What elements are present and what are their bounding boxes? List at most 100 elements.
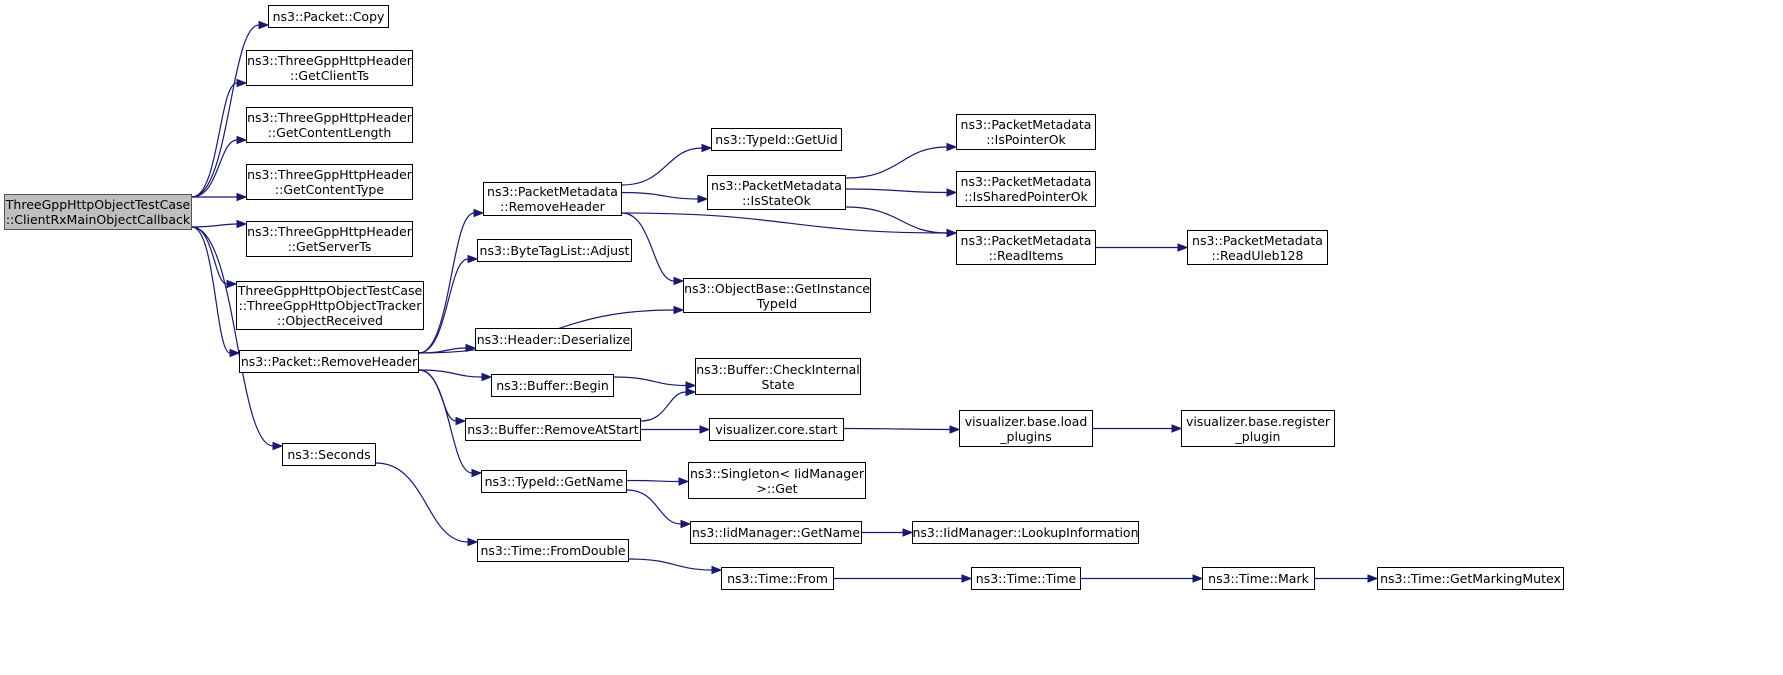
arrowhead [471,468,483,478]
edge-pm_removeheader-to-getuid [621,147,703,186]
arrowhead [711,565,723,575]
node-label-line: ::GetServerTs [287,239,372,254]
edge-typeid_getname-to-singleton_get [626,479,680,483]
node-label-line: visualizer.base.load [964,413,1088,429]
node-objectreceived[interactable]: ThreeGppHttpObjectTestCase::ThreeGppHttp… [236,281,424,330]
node-label: ns3::Time::GetMarkingMutex [1380,571,1561,586]
node-removeheader[interactable]: ns3::Packet::RemoveHeader [239,350,419,373]
node-time-time[interactable]: ns3::Time::Time [971,567,1081,590]
node-typeid-getname[interactable]: ns3::TypeId::GetName [481,470,627,493]
edge-vis_core_start-to-load_plugins [843,427,951,431]
edge-removeheader-to-adjust [418,258,469,354]
arrowhead [902,528,914,537]
node-label: ns3::ThreeGppHttpHeader::GetServerTs [247,224,412,254]
node-vis-core-start[interactable]: visualizer.core.start [709,418,844,441]
node-label-line: ns3::TypeId::GetName [484,474,624,489]
arrowhead [946,188,958,197]
node-issharedpointerok[interactable]: ns3::PacketMetadata::IsSharedPointerOk [956,171,1096,207]
edge-removeheader-to-removeatstart [418,369,457,422]
node-label-line: ns3::PacketMetadata [960,117,1092,132]
edge-typeid_getname-to-iid_getname [626,489,682,525]
node-register-plugin[interactable]: visualizer.base.register_plugin [1181,410,1335,447]
node-label-line: ::ReadItems [988,247,1064,263]
edge-root-to-removeheader [191,226,231,354]
node-label: ns3::ByteTagList::Adjust [480,243,630,258]
edge-removeheader-to-typeid_getname [418,369,473,474]
node-readuleb128[interactable]: ns3::PacketMetadata::ReadUleb128 [1187,230,1328,265]
node-time-mark[interactable]: ns3::Time::Mark [1202,567,1315,590]
node-label: ns3::TypeId::GetUid [715,132,837,147]
node-label-line: ns3::Header::Deserialize [476,332,631,347]
node-begin[interactable]: ns3::Buffer::Begin [491,374,614,397]
node-label: ns3::TypeId::GetName [485,474,624,489]
node-label: ns3::Time::Time [976,571,1076,586]
node-label-line: ns3::ThreeGppHttpHeader [247,53,412,68]
arrowhead [465,343,477,353]
node-label-line: ns3::TypeId::GetUid [715,132,838,147]
arrowhead [961,574,973,583]
arrowhead [946,142,958,152]
edge-pm_removeheader-to-getinstancetypeid [621,212,675,282]
node-adjust[interactable]: ns3::ByteTagList::Adjust [477,239,632,262]
arrowhead [236,219,248,229]
node-label: ns3::Time::Mark [1208,571,1309,586]
node-singleton-get[interactable]: ns3::Singleton< IidManager>::Get [688,462,866,499]
node-label-line: ::ObjectReceived [276,313,383,328]
node-label: ns3::IidManager::GetName [692,525,860,540]
node-ispointerok[interactable]: ns3::PacketMetadata::IsPointerOk [956,114,1096,150]
node-label: ns3::Seconds [287,447,370,462]
arrowhead [1367,574,1379,583]
arrowhead [481,372,493,382]
node-label-line: _plugin [1235,428,1281,444]
edge-removeheader-to-pm_removeheader [418,212,475,354]
node-getcontenttype[interactable]: ns3::ThreeGppHttpHeader::GetContentType [246,164,413,200]
node-copy[interactable]: ns3::Packet::Copy [268,5,389,28]
edge-root-to-getcontentlength [191,139,238,198]
node-iid-getname[interactable]: ns3::IidManager::GetName [690,521,862,544]
node-label-line: ns3::Buffer::RemoveAtStart [467,422,639,437]
node-label-line: ns3::Time::From [727,571,828,586]
node-seconds[interactable]: ns3::Seconds [282,443,376,466]
node-time-from[interactable]: ns3::Time::From [721,567,834,590]
node-label-line: ns3::ThreeGppHttpHeader [247,110,412,125]
node-label: ns3::PacketMetadata::ReadUleb128 [1192,233,1323,263]
node-readitems[interactable]: ns3::PacketMetadata::ReadItems [956,230,1096,265]
edge-begin-to-checkinternalstate [613,376,687,387]
node-label-line: ::GetClientTs [290,68,369,83]
node-getcontentlength[interactable]: ns3::ThreeGppHttpHeader::GetContentLengt… [246,107,413,143]
arrowhead [467,254,479,264]
node-load-plugins[interactable]: visualizer.base.load_plugins [959,410,1093,447]
node-label: visualizer.base.load_plugins [965,414,1088,444]
node-label-line: ::IsPointerOk [986,132,1066,147]
arrowhead [1192,574,1204,583]
edge-pm_removeheader-to-isstateok [621,191,699,200]
node-getmarkingmutex[interactable]: ns3::Time::GetMarkingMutex [1377,567,1564,590]
node-label: ns3::Buffer::RemoveAtStart [467,422,638,437]
node-getuid[interactable]: ns3::TypeId::GetUid [711,128,842,151]
node-fromdouble[interactable]: ns3::Time::FromDouble [477,539,629,562]
arrowhead [697,194,709,204]
node-label-line: ::IsStateOk [742,192,811,208]
node-deserialize[interactable]: ns3::Header::Deserialize [475,328,632,351]
node-isstateok[interactable]: ns3::PacketMetadata::IsStateOk [707,175,846,210]
node-label-line: _plugins [1000,428,1052,444]
node-getserverts[interactable]: ns3::ThreeGppHttpHeader::GetServerTs [246,221,413,257]
node-lookupinformation[interactable]: ns3::IidManager::LookupInformation [912,521,1139,544]
arrowhead [236,78,248,88]
node-removeatstart[interactable]: ns3::Buffer::RemoveAtStart [465,418,641,441]
node-label-line: ns3::Packet::RemoveHeader [240,354,418,369]
arrowhead [685,381,697,390]
edge-pm_removeheader-to-readitems [621,212,948,234]
node-label-line: ::GetContentType [274,182,385,197]
node-label: visualizer.core.start [715,422,837,437]
node-label-line: ns3::Time::Time [975,571,1077,586]
node-label-line: ::ClientRxMainObjectCallback [5,212,191,227]
node-label-line: ThreeGppHttpObjectTestCase [5,197,191,212]
node-label-line: ns3::PacketMetadata [711,177,842,193]
node-label-line: ns3::PacketMetadata [1192,232,1323,248]
node-pm-removeheader[interactable]: ns3::PacketMetadata::RemoveHeader [483,182,622,216]
node-label-line: ::IsSharedPointerOk [964,189,1088,204]
node-getclientts[interactable]: ns3::ThreeGppHttpHeader::GetClientTs [246,50,413,86]
